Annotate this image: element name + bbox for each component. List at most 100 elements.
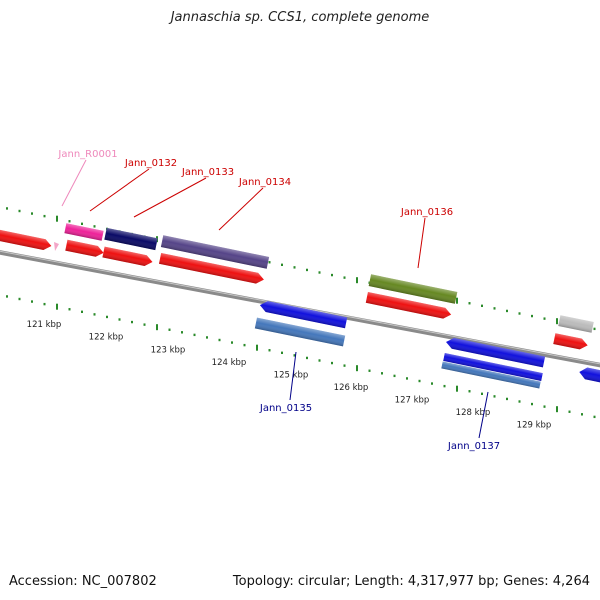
- bottom-tick-row-tick: [368, 369, 371, 372]
- scale-label: 129 kbp: [517, 420, 552, 430]
- cds-left-edge: [0, 228, 52, 251]
- bottom-tick-row-tick: [331, 361, 333, 365]
- cds-jann-0133-top: [104, 227, 158, 251]
- leader-jann_0135: [289, 351, 297, 401]
- bottom-tick-row-tick: [18, 297, 21, 301]
- top-tick-row-tick: [506, 309, 508, 313]
- bottom-tick-row-tick: [506, 397, 508, 401]
- bottom-tick-row-tick: [518, 400, 521, 403]
- bottom-tick-row-tick: [356, 365, 358, 372]
- cds-right-red-shade: [553, 333, 588, 350]
- genome-stats-text: Topology: circular; Length: 4,317,977 bp…: [232, 574, 590, 589]
- leader-lines: [61, 159, 489, 439]
- top-tick-row-tick: [531, 314, 533, 318]
- gene-label-jann_0133: Jann_0133: [181, 167, 234, 178]
- bottom-tick-row-tick: [206, 336, 208, 339]
- cds-jann-0133: [102, 246, 153, 267]
- bottom-tick-row-tick: [193, 333, 196, 337]
- top-tick-row-tick: [281, 263, 283, 267]
- cds-jann-0135-top-shade: [259, 301, 348, 329]
- bottom-tick-row-tick: [531, 402, 533, 406]
- top-tick-row-tick: [543, 317, 546, 320]
- top-tick-row-tick: [356, 277, 358, 284]
- bottom-tick-row-tick: [156, 324, 158, 331]
- top-tick-row-tick: [31, 212, 33, 215]
- bottom-tick-row-tick: [6, 295, 8, 298]
- bottom-tick-row-tick: [406, 377, 408, 380]
- scale-label: 127 kbp: [395, 395, 430, 405]
- cds-jann-0133-shade: [102, 246, 153, 267]
- cds-jann-0137-top-shade: [446, 337, 546, 368]
- top-tick-row-tick: [56, 215, 58, 222]
- bottom-tick-row-tick: [431, 382, 433, 385]
- bottom-tick-row-tick: [56, 303, 58, 310]
- bottom-tick-row-tick: [443, 384, 446, 388]
- accession-text: Accession: NC_007802: [9, 574, 157, 589]
- top-tick-row-tick: [556, 318, 558, 325]
- bottom-tick-row-tick: [68, 308, 71, 311]
- bottom-tick-row-tick: [31, 300, 33, 303]
- top-tick-row-tick: [343, 276, 346, 279]
- bottom-tick-row-tick: [106, 315, 108, 319]
- bottom-tick-row-tick: [381, 372, 383, 375]
- cds-jann-0136-top-shade: [368, 274, 458, 304]
- bottom-tick-row-tick: [131, 320, 133, 324]
- cds-jann-0134-top-shade: [160, 235, 270, 269]
- top-tick-row-tick: [593, 327, 596, 331]
- scale-label: 121 kbp: [27, 320, 62, 330]
- bottom-tick-row-tick: [281, 351, 283, 355]
- bottom-tick-row-tick: [43, 302, 46, 306]
- gene-labels: Jann_R0001Jann_0132Jann_0133Jann_0134Jan…: [57, 149, 500, 452]
- top-tick-row-tick: [93, 225, 96, 228]
- cds-jann-0137-a-shade: [443, 353, 543, 381]
- top-tick-row-tick: [468, 302, 471, 305]
- top-tick-row-tick: [518, 312, 521, 315]
- cds-jann-0134-top: [160, 235, 270, 269]
- cds-jann-0132: [65, 239, 104, 257]
- cds-right-red: [553, 333, 588, 350]
- cds-jann-0135-top: [259, 301, 348, 329]
- leader-jann_0132: [89, 168, 150, 212]
- cds-jann-0135: [254, 317, 346, 347]
- bottom-tick-row-tick: [581, 413, 583, 416]
- cds-jann-0134-shade: [158, 252, 264, 284]
- trna-jann-r0001-shade: [64, 223, 104, 241]
- leader-jann_0134: [218, 187, 264, 231]
- gene-label-jann_0134: Jann_0134: [238, 177, 291, 188]
- cds-jann-0136-top: [368, 274, 458, 304]
- bottom-tick-row-tick: [568, 410, 571, 413]
- leader-jann_0136: [417, 217, 426, 269]
- bottom-tick-row-tick: [268, 349, 271, 352]
- scale-label: 122 kbp: [89, 333, 124, 343]
- cds-right-gray: [558, 315, 594, 333]
- cds-jann-0134: [158, 252, 264, 284]
- bottom-tick-row-tick: [243, 343, 246, 347]
- bottom-tick-row-tick: [493, 395, 496, 398]
- cds-jann-0137-a: [443, 353, 543, 381]
- bottom-tick-row-tick: [481, 392, 483, 396]
- cds-right-blue: [579, 367, 600, 384]
- bottom-tick-row-tick: [81, 310, 83, 314]
- cds-jann-0137-b-shade: [441, 361, 541, 389]
- bottom-tick-row-tick: [218, 338, 221, 342]
- cds-jann-0136: [365, 291, 452, 319]
- trna-arrow-tip: [54, 242, 59, 251]
- leader-jann_0133: [133, 177, 207, 218]
- cds-jann-0136-shade: [365, 291, 452, 319]
- bottom-tick-row-tick: [543, 405, 546, 408]
- scale-label: 124 kbp: [212, 358, 247, 368]
- top-tick-row-tick: [43, 214, 46, 218]
- bottom-tick-row-tick: [231, 341, 233, 344]
- gene-label-jann_r0001: Jann_R0001: [57, 149, 117, 160]
- backbone-highlight: [0, 250, 600, 365]
- bottom-tick-row-tick: [306, 356, 308, 360]
- bottom-tick-row-tick: [593, 415, 596, 419]
- top-tick-row-tick: [18, 209, 21, 213]
- bottom-tick-row-tick: [343, 364, 346, 367]
- scale-label: 123 kbp: [151, 345, 186, 355]
- leader-jann_0137: [478, 391, 489, 439]
- bottom-tick-row-tick: [181, 331, 183, 334]
- top-tick-row-tick: [481, 304, 483, 308]
